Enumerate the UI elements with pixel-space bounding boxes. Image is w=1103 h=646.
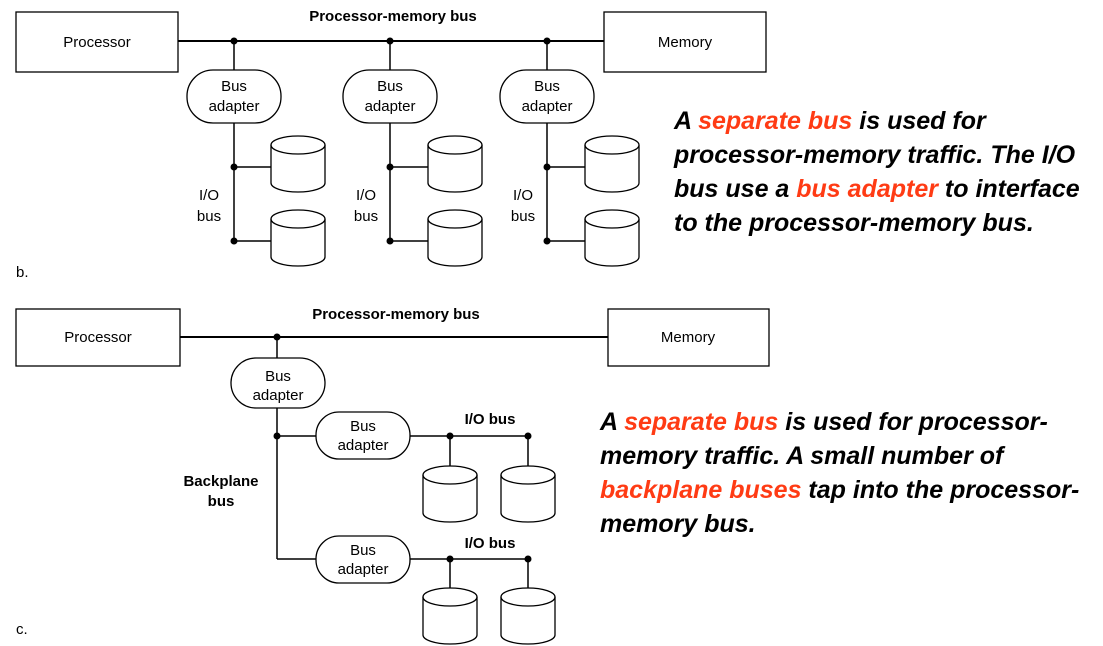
io-bus-label-line1: I/O (513, 187, 533, 204)
backplane-subsystem-2: Bus adapter I/O bus (315, 535, 556, 645)
io-bus-label-line2: bus (511, 208, 535, 225)
disk-icon (422, 465, 478, 523)
bus-junction (273, 333, 281, 341)
disk-icon (584, 209, 640, 267)
backplane-bus-label-line2: bus (208, 493, 235, 510)
io-bus-label: I/O bus (465, 535, 516, 552)
io-bus-label-line1: I/O (199, 187, 219, 204)
caption-b: A separate bus is used for processor-mem… (674, 104, 1094, 240)
io-bus-label: I/O bus (465, 411, 516, 428)
io-bus-label-line2: bus (197, 208, 221, 225)
diagram-b-marker: b. (16, 264, 29, 281)
bus-adapter-label-line1: Bus (350, 542, 376, 559)
processor-box (15, 11, 179, 73)
diagram-c: c. Processor-memory bus Processor Memory… (15, 306, 770, 645)
disk-icon (427, 135, 483, 193)
io-bus-label-line1: I/O (356, 187, 376, 204)
bus-adapter-label-line2: adapter (522, 98, 573, 115)
io-subsystem-3: Bus adapter I/O bus (499, 37, 640, 267)
io-bus-label-line2: bus (354, 208, 378, 225)
bus-adapter-label-line1: Bus (377, 78, 403, 95)
caption-highlight: separate bus (698, 107, 853, 135)
caption-c: A separate bus is used for processor-mem… (600, 405, 1095, 541)
memory-box (607, 308, 770, 367)
processor-memory-bus-label: Processor-memory bus (312, 306, 480, 323)
processor-label: Processor (63, 34, 131, 51)
memory-label: Memory (658, 34, 713, 51)
io-subsystem-1: Bus adapter I/O bus (186, 37, 326, 267)
diagram-c-marker: c. (16, 621, 28, 638)
bus-adapter-label-line2: adapter (365, 98, 416, 115)
caption-text: tap into the processor-memory bus. (600, 476, 1080, 538)
caption-highlight: bus adapter (796, 175, 938, 203)
disk-icon (270, 209, 326, 267)
bus-junction (543, 37, 551, 45)
bus-adapter-label-line2: adapter (338, 561, 389, 578)
memory-label: Memory (661, 329, 716, 346)
processor-memory-bus-label: Processor-memory bus (309, 8, 477, 25)
io-subsystem-2: Bus adapter I/O bus (342, 37, 483, 267)
caption-text: is used for processor-memory traffic. Th… (674, 107, 1076, 203)
bus-adapter-label-line2: adapter (253, 387, 304, 404)
backplane-subsystem-1: Bus adapter I/O bus (315, 411, 556, 523)
caption-text: A (674, 107, 699, 135)
bus-adapter-label-line2: adapter (209, 98, 260, 115)
disk-icon (270, 135, 326, 193)
bus-adapter-label-line1: Bus (265, 368, 291, 385)
caption-text: to interface to the processor-memory bus… (674, 175, 1080, 237)
bus-junction (230, 37, 238, 45)
disk-icon (427, 209, 483, 267)
bus-adapter-label-line1: Bus (221, 78, 247, 95)
disk-icon (584, 135, 640, 193)
bus-junction (386, 37, 394, 45)
processor-box (15, 308, 181, 367)
processor-label: Processor (64, 329, 132, 346)
bus-adapter-label-line2: adapter (338, 437, 389, 454)
caption-highlight: backplane buses (600, 476, 802, 504)
caption-text: A (600, 408, 625, 436)
disk-icon (500, 465, 556, 523)
caption-text: is used for processor-memory traffic. A … (600, 408, 1048, 470)
caption-highlight: separate bus (624, 408, 779, 436)
bus-adapter-main (230, 357, 326, 409)
disk-icon (422, 587, 478, 645)
diagram-b: b. Processor-memory bus Processor Memory… (15, 8, 767, 281)
disk-icon (500, 587, 556, 645)
bus-adapter-label-line1: Bus (350, 418, 376, 435)
bus-adapter-label-line1: Bus (534, 78, 560, 95)
memory-box (603, 11, 767, 73)
backplane-bus-label-line1: Backplane (183, 473, 258, 490)
